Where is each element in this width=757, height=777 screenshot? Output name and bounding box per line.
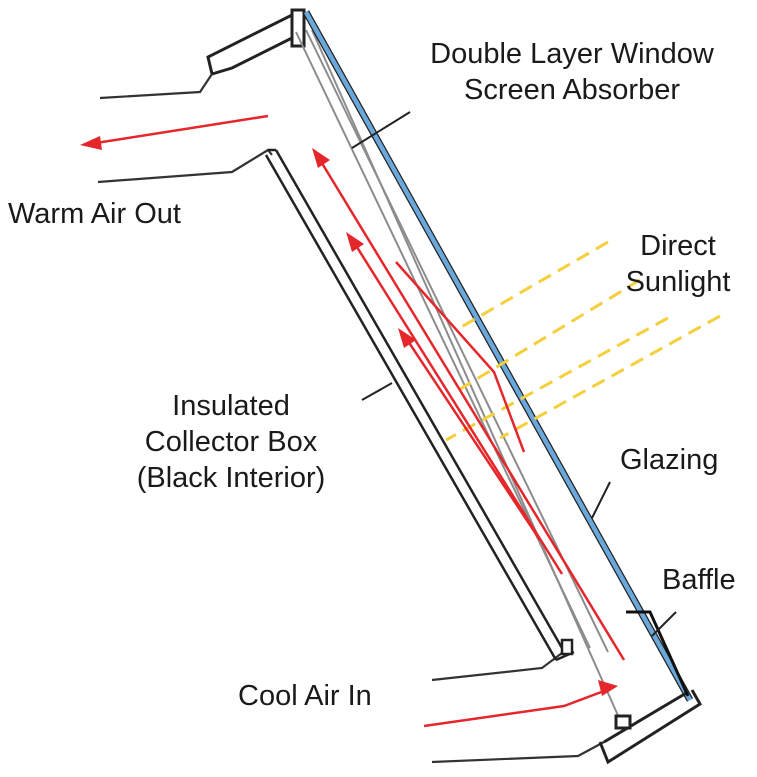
top-outlet-cap [206, 8, 306, 76]
glazing-label: Glazing [620, 444, 719, 476]
baffle [626, 610, 690, 697]
absorber-label: Double Layer Window Screen Absorber [398, 36, 746, 108]
bottom-inlet-cap [598, 689, 703, 765]
absorber-label-line-2: Screen Absorber [463, 74, 680, 106]
cool-air-duct [431, 649, 605, 764]
collector-label-line-3: (Black Interior) [136, 462, 326, 494]
leader-lines [351, 111, 677, 637]
collector-label-line-2: Collector Box [144, 426, 318, 458]
warm-air-duct [97, 73, 273, 184]
airflow-arrows [95, 114, 626, 728]
screen-absorber [295, 29, 621, 721]
collector-label: Insulated Collector Box (Black Interior) [106, 388, 356, 496]
sunlight-label: Direct Sunlight [610, 228, 746, 300]
cool-air-label: Cool Air In [238, 680, 372, 712]
sunlight-rays [445, 240, 721, 442]
collector-label-line-1: Insulated [172, 390, 290, 422]
baffle-label: Baffle [662, 564, 736, 596]
airflow-arrowheads [80, 136, 618, 696]
absorber-label-line-1: Double Layer Window [430, 38, 714, 70]
sunlight-label-line-2: Sunlight [625, 266, 731, 298]
warm-air-label: Warm Air Out [8, 198, 181, 230]
sunlight-label-line-1: Direct [640, 230, 716, 262]
glazing-panel [302, 10, 694, 702]
collector-back-wall [264, 148, 575, 662]
